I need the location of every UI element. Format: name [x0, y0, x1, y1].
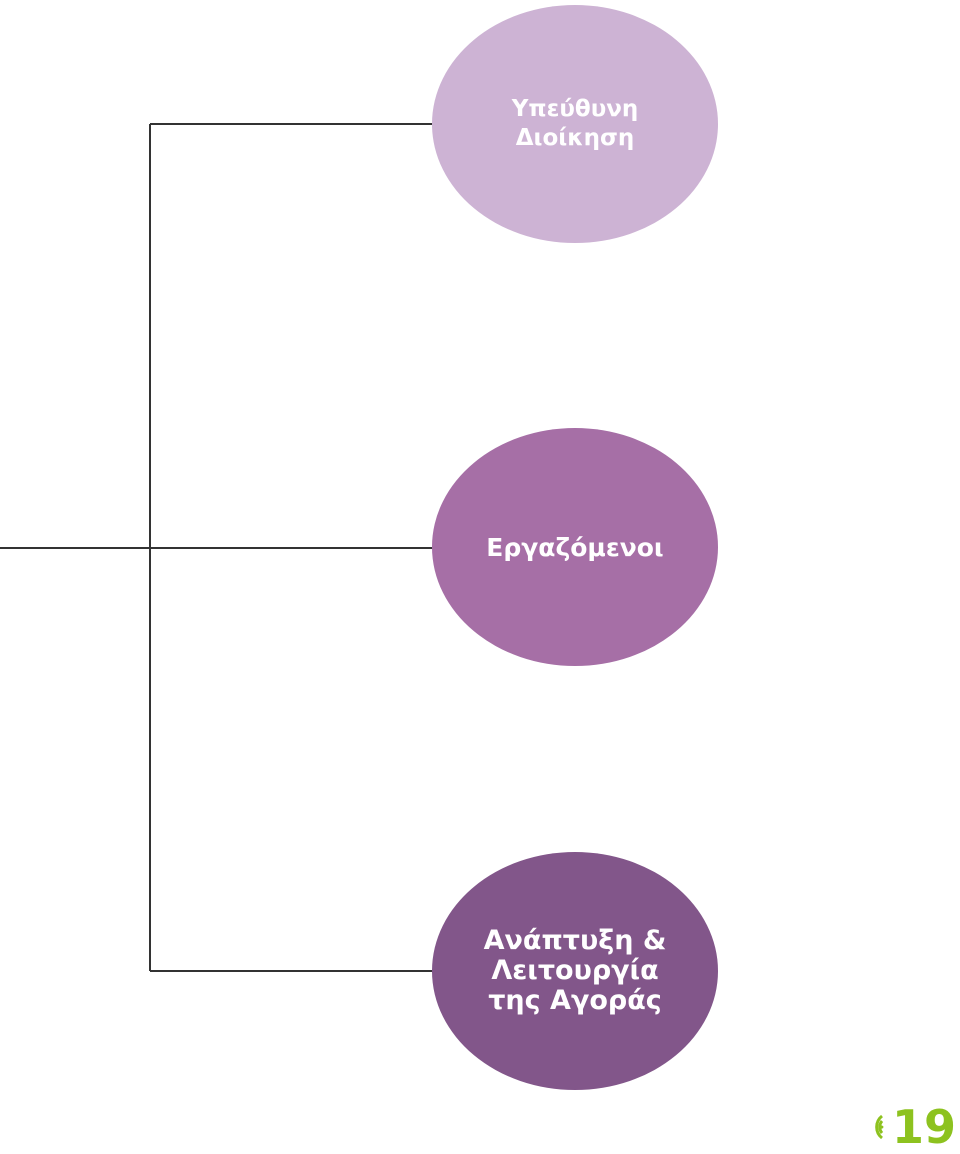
node-label-line: Εργαζόμενοι: [486, 532, 664, 562]
node-label-line: Υπεύθυνη: [511, 96, 639, 122]
node-label-line: της Αγοράς: [488, 985, 662, 1016]
node-label-line: Λειτουργία: [491, 955, 659, 986]
page-number: 19: [858, 1102, 956, 1152]
node-label-line: Διοίκηση: [515, 125, 635, 151]
node-responsible-governance: Υπεύθυνη Διοίκηση: [432, 5, 718, 243]
node-market-development: Ανάπτυξη & Λειτουργία της Αγοράς: [432, 852, 718, 1090]
node-label-line: Ανάπτυξη &: [483, 925, 667, 956]
node-employees: Εργαζόμενοι: [432, 428, 718, 666]
signal-arcs-icon: [875, 1114, 884, 1140]
page-number-text: 19: [891, 1100, 956, 1154]
